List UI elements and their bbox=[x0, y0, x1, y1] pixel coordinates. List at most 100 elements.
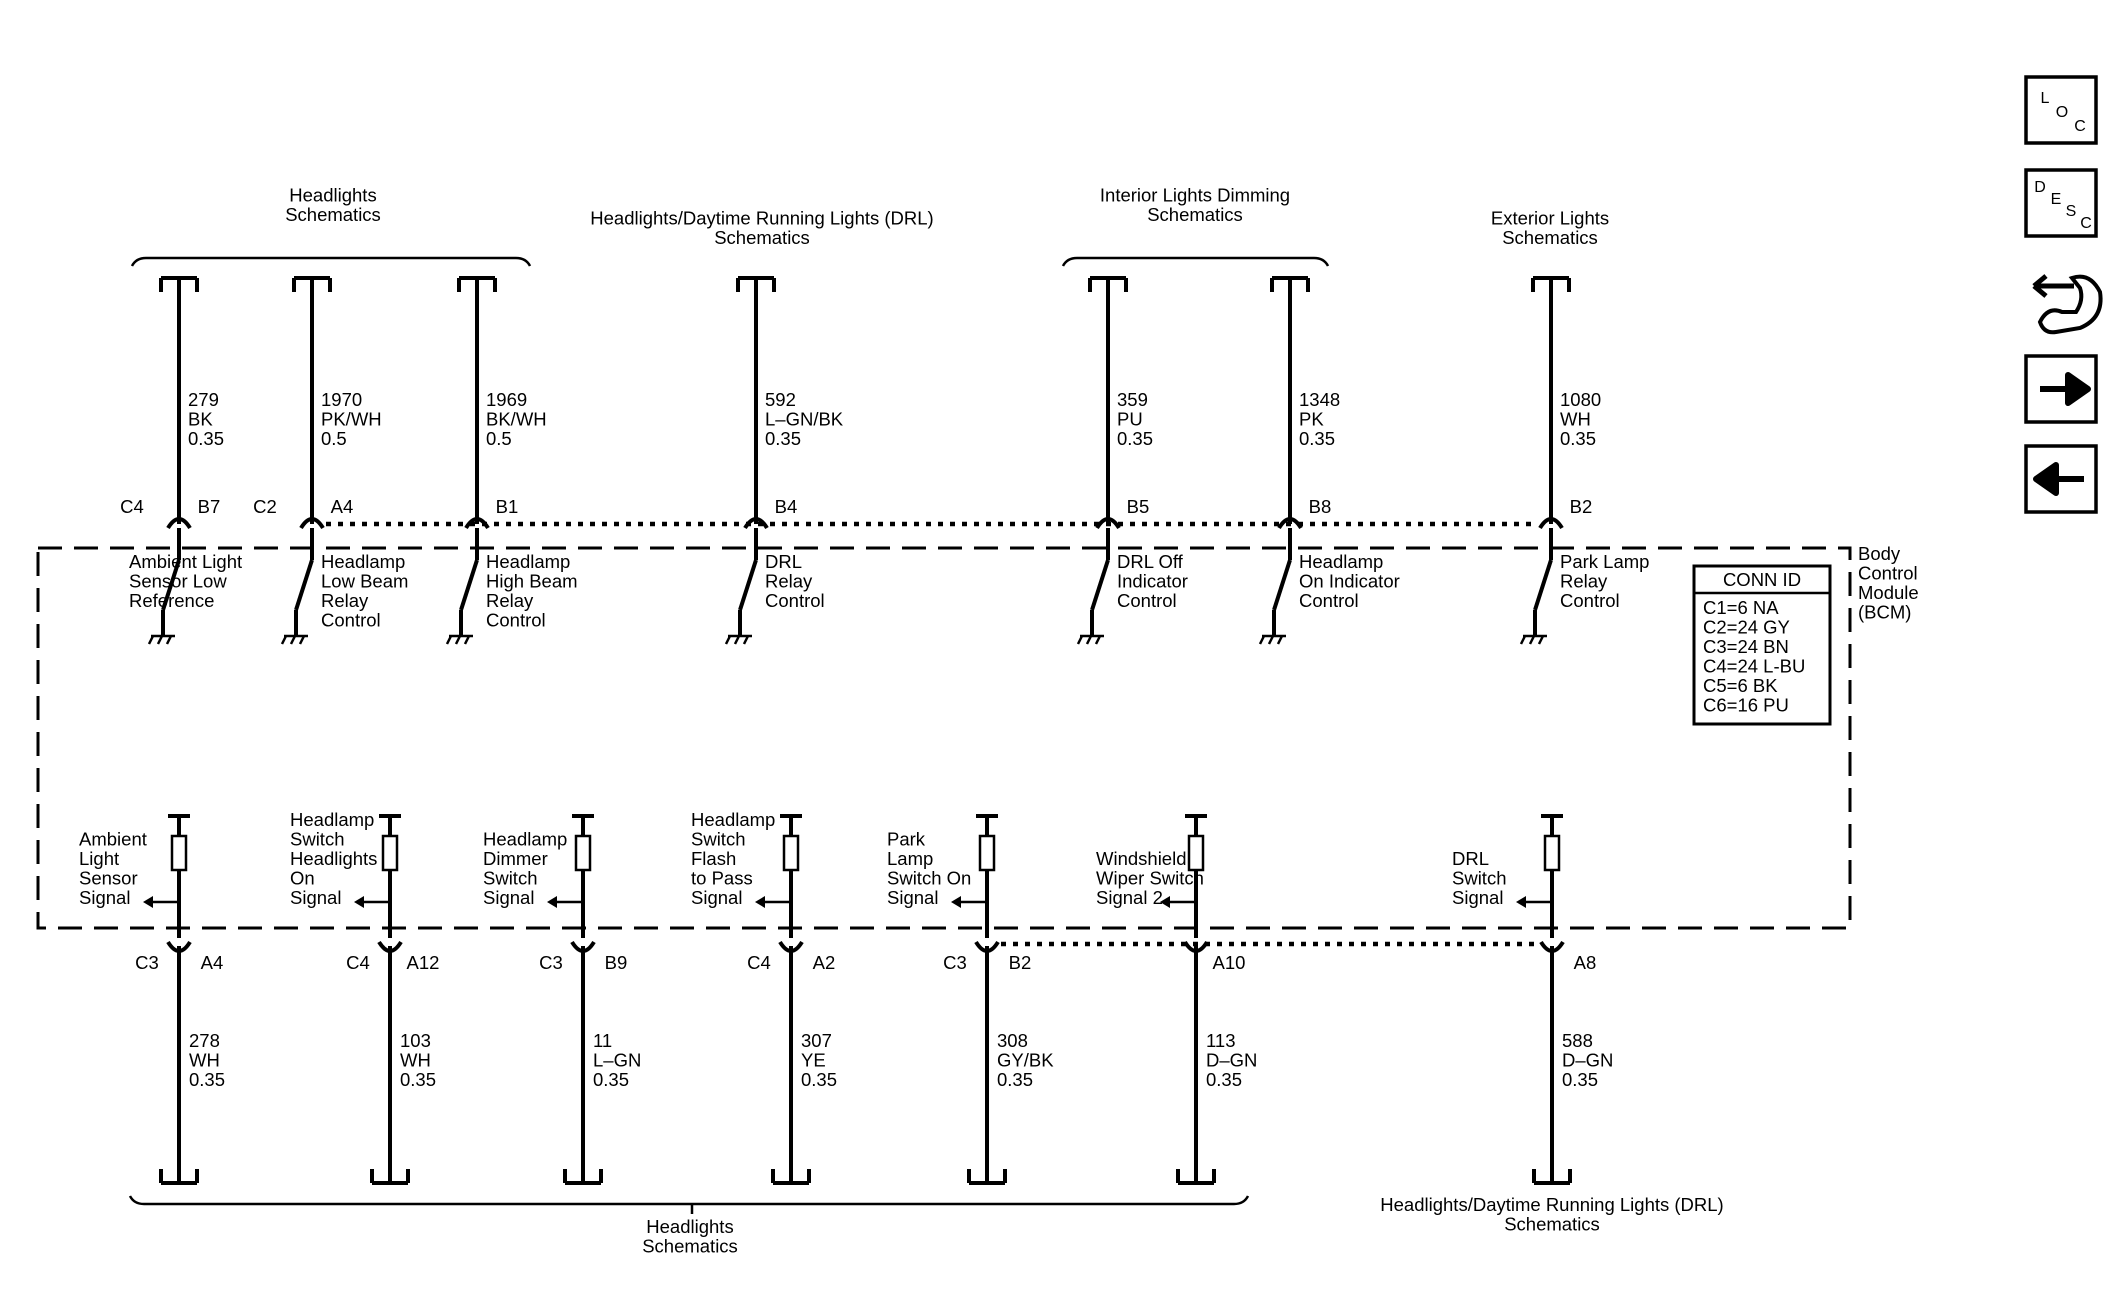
pin-id: A2 bbox=[813, 952, 836, 973]
location-button[interactable]: LOC bbox=[2024, 75, 2098, 145]
wire-gauge: 0.35 bbox=[400, 1069, 436, 1090]
function-label: Lamp bbox=[887, 848, 933, 869]
switch-icon bbox=[1272, 559, 1292, 611]
circuit-number: 1970 bbox=[321, 389, 362, 410]
function-label: Relay bbox=[321, 590, 369, 611]
module-name: (BCM) bbox=[1858, 602, 1911, 623]
wire-color: GY/BK bbox=[997, 1050, 1054, 1071]
function-label: Dimmer bbox=[483, 848, 548, 869]
wire-gauge: 0.5 bbox=[321, 428, 347, 449]
terminal-icon bbox=[1532, 1169, 1572, 1185]
function-label: Indicator bbox=[1117, 571, 1188, 592]
function-label: DRL Off bbox=[1117, 551, 1184, 572]
function-label: Switch bbox=[1452, 868, 1507, 889]
conn-id-row: C4=24 L-BU bbox=[1703, 656, 1805, 677]
resistor-icon bbox=[1187, 834, 1205, 872]
bottom-reference-label: Headlights bbox=[646, 1216, 733, 1237]
ground-icon bbox=[1519, 634, 1547, 645]
function-label: Headlamp bbox=[691, 809, 775, 830]
top-reference-label: Exterior Lights bbox=[1491, 208, 1609, 229]
diagnostic-tool-icon[interactable] bbox=[2032, 274, 2103, 335]
ground-icon bbox=[280, 634, 308, 645]
wire-gauge: 0.35 bbox=[593, 1069, 629, 1090]
connector-pin-icon bbox=[299, 517, 325, 530]
wire-color: PK/WH bbox=[321, 409, 382, 430]
connector-id: C4 bbox=[346, 952, 370, 973]
function-label: Control bbox=[1299, 590, 1359, 611]
tool-arrow-icon bbox=[2032, 274, 2074, 298]
connector-id: C4 bbox=[120, 496, 144, 517]
connector-id: C3 bbox=[943, 952, 967, 973]
pin-id: B1 bbox=[496, 496, 519, 517]
arrow-head-icon bbox=[951, 896, 961, 908]
bottom-reference-label: Schematics bbox=[1504, 1214, 1600, 1235]
function-label: Signal bbox=[691, 887, 742, 908]
pin-id: B4 bbox=[775, 496, 798, 517]
function-label: Park Lamp bbox=[1560, 551, 1649, 572]
wire-color: WH bbox=[400, 1050, 431, 1071]
wire-gauge: 0.5 bbox=[486, 428, 512, 449]
top-reference-label: Schematics bbox=[1502, 227, 1598, 248]
description-letter: S bbox=[2066, 203, 2077, 220]
function-label: On bbox=[290, 868, 315, 889]
description-letter: D bbox=[2034, 179, 2046, 196]
module-name: Control bbox=[1858, 563, 1918, 584]
left-arrow-glyph bbox=[2033, 462, 2084, 496]
resistor-icon bbox=[782, 834, 800, 872]
ground-icon bbox=[445, 634, 473, 645]
connector-id: C3 bbox=[539, 952, 563, 973]
ground-icon bbox=[724, 634, 752, 645]
top-reference-label: Schematics bbox=[285, 204, 381, 225]
function-label: Switch bbox=[483, 868, 538, 889]
connector-pin-icon bbox=[743, 517, 769, 530]
top-reference-label: Headlights/Daytime Running Lights (DRL) bbox=[590, 208, 933, 229]
switch-icon bbox=[1090, 559, 1110, 611]
bcm-boundary bbox=[36, 546, 1852, 930]
circuit-number: 359 bbox=[1117, 389, 1148, 410]
function-label: Signal bbox=[887, 887, 938, 908]
pin-id: B2 bbox=[1009, 952, 1032, 973]
bottom-reference-label: Headlights/Daytime Running Lights (DRL) bbox=[1380, 1194, 1723, 1215]
switch-icon bbox=[294, 559, 314, 611]
switch-icon bbox=[738, 559, 758, 611]
function-label: Park bbox=[887, 829, 926, 850]
function-label: Control bbox=[1117, 590, 1177, 611]
terminal-icon bbox=[1176, 1169, 1216, 1185]
wire-gauge: 0.35 bbox=[1206, 1069, 1242, 1090]
resistor-icon bbox=[1543, 834, 1561, 872]
function-label: Ambient Light bbox=[129, 551, 242, 572]
reference-bracket bbox=[130, 256, 532, 267]
function-label: Relay bbox=[486, 590, 534, 611]
function-label: Switch bbox=[290, 829, 345, 850]
arrow-head-icon bbox=[755, 896, 765, 908]
wire-gauge: 0.35 bbox=[765, 428, 801, 449]
pin-id: B5 bbox=[1127, 496, 1150, 517]
tool-hand-icon bbox=[2037, 274, 2103, 335]
function-label: Wiper Switch bbox=[1096, 868, 1204, 889]
function-label: Control bbox=[321, 610, 381, 631]
connector-pin-icon bbox=[1538, 517, 1564, 530]
location-letter: O bbox=[2056, 104, 2068, 121]
wire-color: WH bbox=[1560, 409, 1591, 430]
conn-id-row: C3=24 BN bbox=[1703, 636, 1789, 657]
function-label: Signal bbox=[79, 887, 130, 908]
arrow-right-icon[interactable] bbox=[2024, 354, 2098, 424]
reference-bracket bbox=[1061, 256, 1330, 267]
terminal-icon bbox=[967, 1169, 1007, 1185]
pin-id: A8 bbox=[1574, 952, 1597, 973]
wire-color: PK bbox=[1299, 409, 1324, 430]
arrow-left-icon[interactable] bbox=[2024, 444, 2098, 514]
